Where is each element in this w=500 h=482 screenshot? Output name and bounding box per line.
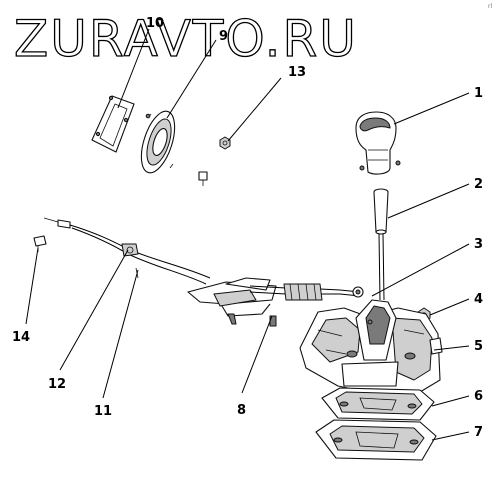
small-bolt xyxy=(198,171,208,186)
callout-2: 2 xyxy=(474,177,483,192)
corner-mark: rl xyxy=(488,3,492,10)
callout-6: 6 xyxy=(474,389,483,404)
part-9-boot-seal xyxy=(140,110,176,174)
part-6-base-gasket xyxy=(321,387,435,421)
callout-14: 14 xyxy=(12,330,30,345)
part-1-shift-knob xyxy=(355,111,401,175)
watermark: ZURAVTO.RU xyxy=(14,10,358,68)
part-10-gasket xyxy=(91,95,135,153)
callout-labels: 1 2 3 4 5 6 7 8 9 10 11 12 13 14 xyxy=(12,16,483,440)
part-5-shifter-housing xyxy=(299,299,443,395)
callout-11: 11 xyxy=(94,404,112,419)
callout-12: 12 xyxy=(48,377,66,392)
part-2-lever-sleeve xyxy=(373,188,389,301)
callout-5: 5 xyxy=(474,339,483,354)
part-14-bolt xyxy=(33,235,47,252)
shift-cable xyxy=(43,217,211,285)
callout-13: 13 xyxy=(288,65,306,80)
callout-4: 4 xyxy=(474,292,483,307)
callout-8: 8 xyxy=(237,403,246,418)
linkage-rod xyxy=(249,283,364,301)
part-8-bracket xyxy=(187,277,277,327)
callout-9: 9 xyxy=(219,29,228,44)
part-13-nut xyxy=(219,136,231,150)
callout-1: 1 xyxy=(474,86,483,101)
callout-3: 3 xyxy=(474,237,483,252)
part-7-base-plate xyxy=(315,419,437,461)
leader-lines xyxy=(25,28,470,441)
callout-7: 7 xyxy=(474,425,483,440)
callout-10: 10 xyxy=(146,16,164,31)
